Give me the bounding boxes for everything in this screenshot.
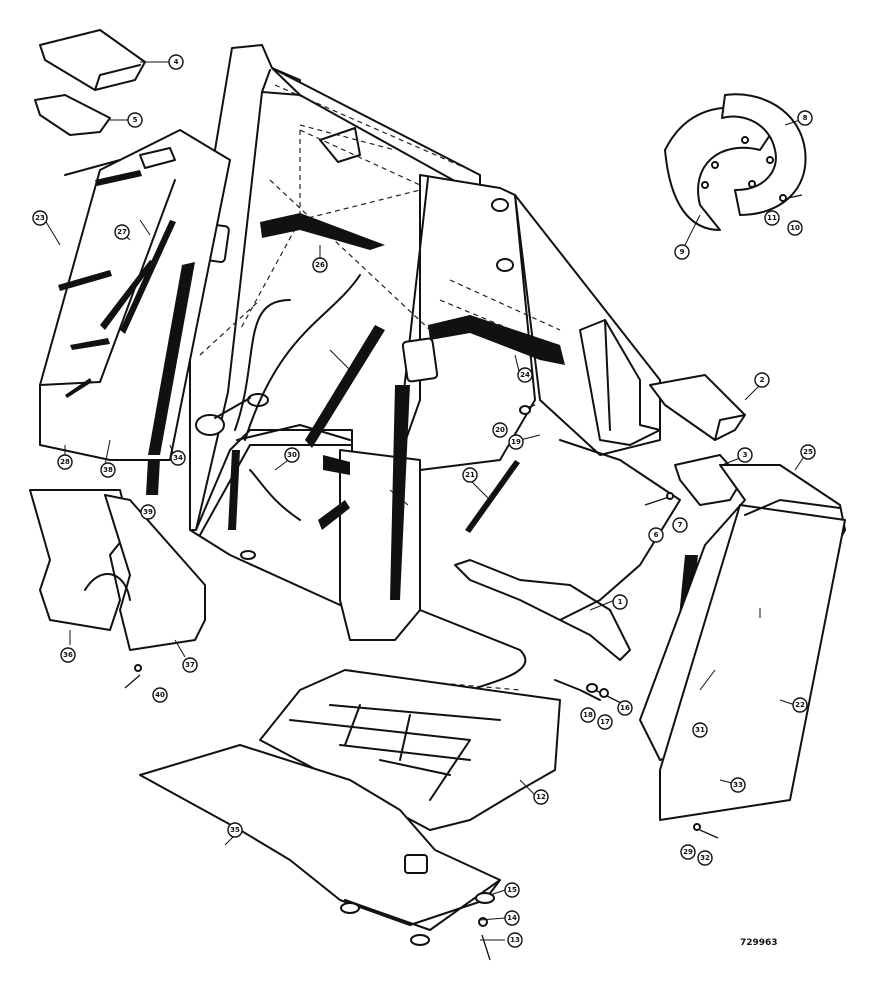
svg-text:36: 36 bbox=[63, 651, 73, 659]
lower-left-panels bbox=[29, 489, 206, 651]
left-side-panel bbox=[39, 129, 231, 461]
callout-27: 27 bbox=[114, 224, 130, 240]
svg-text:17: 17 bbox=[600, 718, 610, 726]
callout-1: 1 bbox=[612, 594, 628, 610]
svg-text:4: 4 bbox=[174, 58, 179, 66]
svg-text:3: 3 bbox=[743, 451, 748, 459]
callout-34: 34 bbox=[170, 450, 186, 466]
bottom-panel bbox=[259, 669, 601, 831]
callout-22: 22 bbox=[792, 697, 808, 713]
callout-10: 10 bbox=[787, 220, 803, 236]
svg-text:6: 6 bbox=[654, 531, 659, 539]
callout-28: 28 bbox=[57, 454, 73, 470]
callouts: 1 2 3 4 5 6 7 8 9 10 11 12 13 14 15 16 1… bbox=[32, 54, 816, 948]
callout-37: 37 bbox=[182, 657, 198, 673]
svg-text:25: 25 bbox=[803, 448, 813, 456]
svg-text:18: 18 bbox=[583, 711, 593, 719]
svg-text:12: 12 bbox=[536, 793, 546, 801]
svg-text:11: 11 bbox=[767, 214, 777, 222]
callout-32: 32 bbox=[697, 850, 713, 866]
figure-number: 729963 bbox=[740, 938, 778, 948]
svg-text:10: 10 bbox=[790, 224, 800, 232]
callout-11: 11 bbox=[764, 210, 780, 226]
brake-shield bbox=[664, 93, 807, 231]
top-left-brackets bbox=[34, 29, 146, 136]
svg-text:2: 2 bbox=[760, 376, 765, 384]
callout-13: 13 bbox=[507, 932, 523, 948]
callout-2: 2 bbox=[754, 372, 770, 388]
svg-text:40: 40 bbox=[155, 691, 165, 699]
svg-text:35: 35 bbox=[230, 826, 240, 834]
right-side-panel bbox=[639, 464, 846, 821]
right-brackets bbox=[649, 374, 746, 506]
callout-40: 40 bbox=[152, 687, 168, 703]
floor-mat bbox=[139, 744, 501, 946]
svg-text:39: 39 bbox=[143, 508, 153, 516]
callout-30: 30 bbox=[284, 447, 300, 463]
callout-6: 6 bbox=[648, 527, 664, 543]
callout-9: 9 bbox=[674, 244, 690, 260]
callout-4: 4 bbox=[168, 54, 184, 70]
callout-7: 7 bbox=[672, 517, 688, 533]
svg-text:24: 24 bbox=[520, 371, 530, 379]
svg-text:31: 31 bbox=[695, 726, 705, 734]
svg-text:23: 23 bbox=[35, 214, 45, 222]
callout-17: 17 bbox=[597, 714, 613, 730]
callout-18: 18 bbox=[580, 707, 596, 723]
svg-text:8: 8 bbox=[803, 114, 808, 122]
callout-33: 33 bbox=[730, 777, 746, 793]
callout-31: 31 bbox=[692, 722, 708, 738]
callout-35: 35 bbox=[227, 822, 243, 838]
svg-text:26: 26 bbox=[315, 261, 325, 269]
svg-text:7: 7 bbox=[678, 521, 683, 529]
svg-text:19: 19 bbox=[511, 438, 521, 446]
callout-12: 12 bbox=[533, 789, 549, 805]
svg-text:13: 13 bbox=[510, 936, 520, 944]
svg-text:37: 37 bbox=[185, 661, 195, 669]
svg-text:14: 14 bbox=[507, 914, 517, 922]
callout-8: 8 bbox=[797, 110, 813, 126]
svg-text:28: 28 bbox=[60, 458, 70, 466]
svg-text:33: 33 bbox=[733, 781, 743, 789]
svg-text:30: 30 bbox=[287, 451, 297, 459]
callout-19: 19 bbox=[508, 434, 524, 450]
callout-29: 29 bbox=[680, 844, 696, 860]
svg-text:16: 16 bbox=[620, 704, 630, 712]
svg-text:5: 5 bbox=[133, 116, 138, 124]
main-frame bbox=[189, 44, 661, 641]
callout-24: 24 bbox=[517, 367, 533, 383]
callout-21: 21 bbox=[462, 467, 478, 483]
callout-3: 3 bbox=[737, 447, 753, 463]
callout-36: 36 bbox=[60, 647, 76, 663]
svg-text:29: 29 bbox=[683, 848, 693, 856]
callout-15: 15 bbox=[504, 882, 520, 898]
callout-25: 25 bbox=[800, 444, 816, 460]
callout-20: 20 bbox=[492, 422, 508, 438]
svg-text:1: 1 bbox=[618, 598, 623, 606]
svg-text:20: 20 bbox=[495, 426, 505, 434]
callout-38: 38 bbox=[100, 462, 116, 478]
svg-text:27: 27 bbox=[117, 228, 127, 236]
svg-text:32: 32 bbox=[700, 854, 710, 862]
callout-16: 16 bbox=[617, 700, 633, 716]
svg-text:15: 15 bbox=[507, 886, 517, 894]
callout-39: 39 bbox=[140, 504, 156, 520]
callout-26: 26 bbox=[312, 257, 328, 273]
callout-23: 23 bbox=[32, 210, 48, 226]
hardware bbox=[124, 194, 803, 961]
svg-text:21: 21 bbox=[465, 471, 475, 479]
svg-text:9: 9 bbox=[680, 248, 685, 256]
callout-5: 5 bbox=[127, 112, 143, 128]
svg-text:38: 38 bbox=[103, 466, 113, 474]
svg-text:34: 34 bbox=[173, 454, 183, 462]
floor-plate bbox=[419, 439, 681, 691]
svg-text:22: 22 bbox=[795, 701, 805, 709]
callout-14: 14 bbox=[504, 910, 520, 926]
